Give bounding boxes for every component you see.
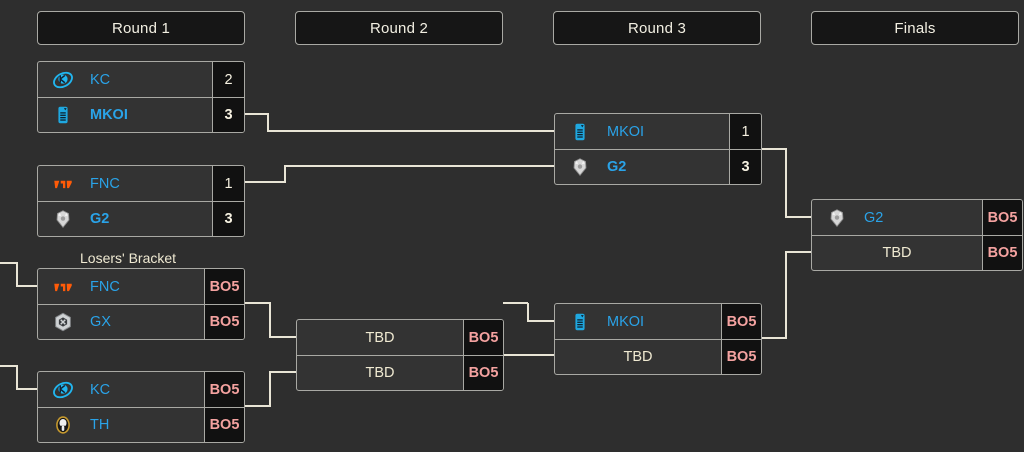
g2-logo (830, 208, 844, 227)
round-header-round-1[interactable]: Round 1 (37, 11, 245, 45)
team-name: KC (90, 71, 111, 88)
team-cell: TBD (812, 236, 982, 270)
g2-logo (573, 158, 587, 176)
connector-drop-to-lb-r3 (527, 303, 554, 322)
connector-drop-to-lb-r1m1 (0, 262, 37, 287)
team-name: TBD (365, 365, 395, 381)
team-cell: MKOI (555, 304, 721, 339)
mkoi-logo (575, 123, 585, 140)
mkoi-logo (575, 313, 585, 330)
kc-logo (53, 381, 73, 398)
match-row[interactable]: TBD BO5 (555, 339, 761, 374)
score-cell: BO5 (204, 269, 244, 304)
fnc-logo (54, 180, 72, 188)
round-header-finals[interactable]: Finals (811, 11, 1019, 45)
kc-logo (53, 71, 73, 88)
g2-logo (56, 210, 70, 228)
score-cell: BO5 (204, 408, 244, 442)
score-cell: BO5 (463, 356, 503, 390)
score-cell: 2 (212, 62, 244, 97)
gx-logo (55, 312, 71, 332)
match-wb-r3-m1[interactable]: MKOI 1 G2 3 (554, 113, 762, 185)
match-row[interactable]: TBD BO5 (812, 235, 1022, 270)
connector-drop-to-lb-r1m2 (0, 365, 37, 390)
score-cell: 3 (212, 98, 244, 132)
match-row[interactable]: TBD BO5 (297, 320, 503, 355)
team-cell: TBD (297, 356, 463, 390)
score-cell: BO5 (982, 236, 1022, 270)
fnc-logo (54, 283, 72, 291)
match-row[interactable]: G2 BO5 (812, 200, 1022, 235)
match-finals[interactable]: G2 BO5 TBD BO5 (811, 199, 1023, 271)
match-lb-r3-m1[interactable]: MKOI BO5 TBD BO5 (554, 303, 762, 375)
round-header-round-3[interactable]: Round 3 (553, 11, 761, 45)
team-name: GX (90, 314, 111, 330)
connector-wb-r3-to-finals (761, 148, 811, 218)
match-row[interactable]: FNC 1 (38, 166, 244, 201)
match-row[interactable]: G2 3 (555, 149, 761, 184)
team-name: MKOI (607, 123, 645, 140)
score-cell: 3 (729, 150, 761, 184)
match-lb-r1-m1[interactable]: FNC BO5 GX BO5 (37, 268, 245, 340)
team-cell: TBD (297, 320, 463, 355)
connector-lb-r3-to-finals (761, 251, 811, 339)
score-cell: BO5 (721, 340, 761, 374)
team-name: MKOI (90, 107, 128, 123)
team-cell: GX (38, 305, 204, 339)
team-cell: TH (38, 408, 204, 442)
connector-lb-r1m1-to-r2 (245, 302, 296, 338)
team-cell: FNC (38, 166, 212, 201)
team-cell: MKOI (555, 114, 729, 149)
match-lb-r2-m1[interactable]: TBD BO5 TBD BO5 (296, 319, 504, 391)
connector-wb-r1m1-to-r3 (245, 113, 554, 132)
score-cell: 1 (212, 166, 244, 201)
match-row[interactable]: G2 3 (38, 201, 244, 236)
match-row[interactable]: TH BO5 (38, 407, 244, 442)
score-cell: 1 (729, 114, 761, 149)
mkoi-logo (58, 106, 68, 124)
match-row[interactable]: MKOI BO5 (555, 304, 761, 339)
team-cell: G2 (555, 150, 729, 184)
score-cell: 3 (212, 202, 244, 236)
th-logo (56, 416, 70, 434)
team-cell: FNC (38, 269, 204, 304)
team-cell: G2 (38, 202, 212, 236)
team-cell: MKOI (38, 98, 212, 132)
team-cell: KC (38, 372, 204, 407)
match-lb-r1-m2[interactable]: KC BO5 TH BO5 (37, 371, 245, 443)
score-cell: BO5 (204, 305, 244, 339)
score-cell: BO5 (721, 304, 761, 339)
team-name: TBD (623, 349, 653, 365)
match-row[interactable]: TBD BO5 (297, 355, 503, 390)
score-cell: BO5 (463, 320, 503, 355)
match-row[interactable]: MKOI 1 (555, 114, 761, 149)
team-name: G2 (90, 211, 110, 227)
team-cell: TBD (555, 340, 721, 374)
connector-wb-r1m2-to-r3 (245, 165, 554, 183)
match-row[interactable]: KC 2 (38, 62, 244, 97)
team-name: TH (90, 417, 110, 433)
match-row[interactable]: FNC BO5 (38, 269, 244, 304)
connector-lb-r1m2-to-r2 (245, 371, 296, 407)
round-header-round-2[interactable]: Round 2 (295, 11, 503, 45)
team-name: G2 (864, 209, 884, 226)
team-name: MKOI (607, 313, 645, 330)
team-name: TBD (882, 245, 912, 261)
score-cell: BO5 (982, 200, 1022, 235)
team-cell: KC (38, 62, 212, 97)
team-name: KC (90, 381, 111, 398)
match-row[interactable]: GX BO5 (38, 304, 244, 339)
match-row[interactable]: MKOI 3 (38, 97, 244, 132)
losers-bracket-label: Losers' Bracket (80, 250, 177, 266)
team-name: FNC (90, 175, 120, 192)
match-wb-r1-m1[interactable]: KC 2 MKOI 3 (37, 61, 245, 133)
team-name: G2 (607, 159, 627, 175)
team-cell: G2 (812, 200, 982, 235)
score-cell: BO5 (204, 372, 244, 407)
match-wb-r1-m2[interactable]: FNC 1 G2 3 (37, 165, 245, 237)
team-name: TBD (365, 329, 395, 346)
team-name: FNC (90, 278, 120, 295)
match-row[interactable]: KC BO5 (38, 372, 244, 407)
